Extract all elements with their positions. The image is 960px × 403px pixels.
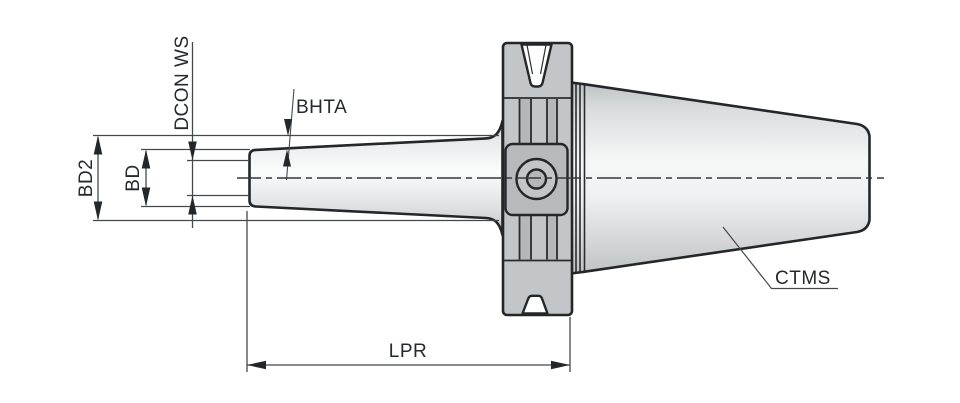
lpr-arrow-right bbox=[551, 360, 570, 370]
dcon-arrow-down bbox=[188, 141, 197, 161]
dimension-bd2 bbox=[93, 134, 499, 222]
v-groove-bottom bbox=[521, 294, 549, 315]
bhta-arrow-down bbox=[284, 119, 292, 136]
label-dcon-ws: DCON WS bbox=[172, 35, 193, 130]
bd-arrow-up bbox=[141, 149, 151, 169]
bd-arrow-down bbox=[141, 187, 151, 207]
bd2-arrow-up bbox=[93, 135, 103, 155]
flange-shade-band bbox=[519, 99, 531, 144]
dimensions bbox=[93, 42, 838, 372]
bd2-arrow-down bbox=[93, 201, 103, 221]
dimension-lpr bbox=[246, 211, 571, 372]
ball-track-inner-circle bbox=[525, 168, 548, 190]
dimension-dcon-ws bbox=[187, 42, 249, 228]
dimension-labels: BD2 BD DCON WS BHTA LPR CTMS bbox=[76, 35, 831, 362]
flange-shade-band bbox=[547, 99, 557, 144]
v-groove-top-chamfers bbox=[526, 44, 547, 75]
v-flange bbox=[501, 41, 574, 317]
label-ctms: CTMS bbox=[775, 268, 831, 289]
flange-shade-band bbox=[519, 215, 531, 260]
dimension-bhta bbox=[283, 88, 295, 181]
label-bd: BD bbox=[123, 164, 144, 191]
lpr-arrow-left bbox=[247, 360, 266, 370]
label-bhta: BHTA bbox=[296, 97, 347, 118]
dcon-arrow-up bbox=[188, 195, 197, 215]
toolholder-part bbox=[248, 41, 871, 317]
label-bd2: BD2 bbox=[76, 159, 97, 197]
dimension-bd bbox=[141, 148, 250, 208]
label-lpr: LPR bbox=[389, 341, 427, 362]
bhta-arrow-up bbox=[283, 149, 291, 167]
flange-shade-band bbox=[547, 215, 557, 260]
leader-ctms bbox=[722, 226, 838, 290]
ctms-leader-line bbox=[722, 226, 838, 290]
flange-detail-lines bbox=[504, 97, 571, 262]
